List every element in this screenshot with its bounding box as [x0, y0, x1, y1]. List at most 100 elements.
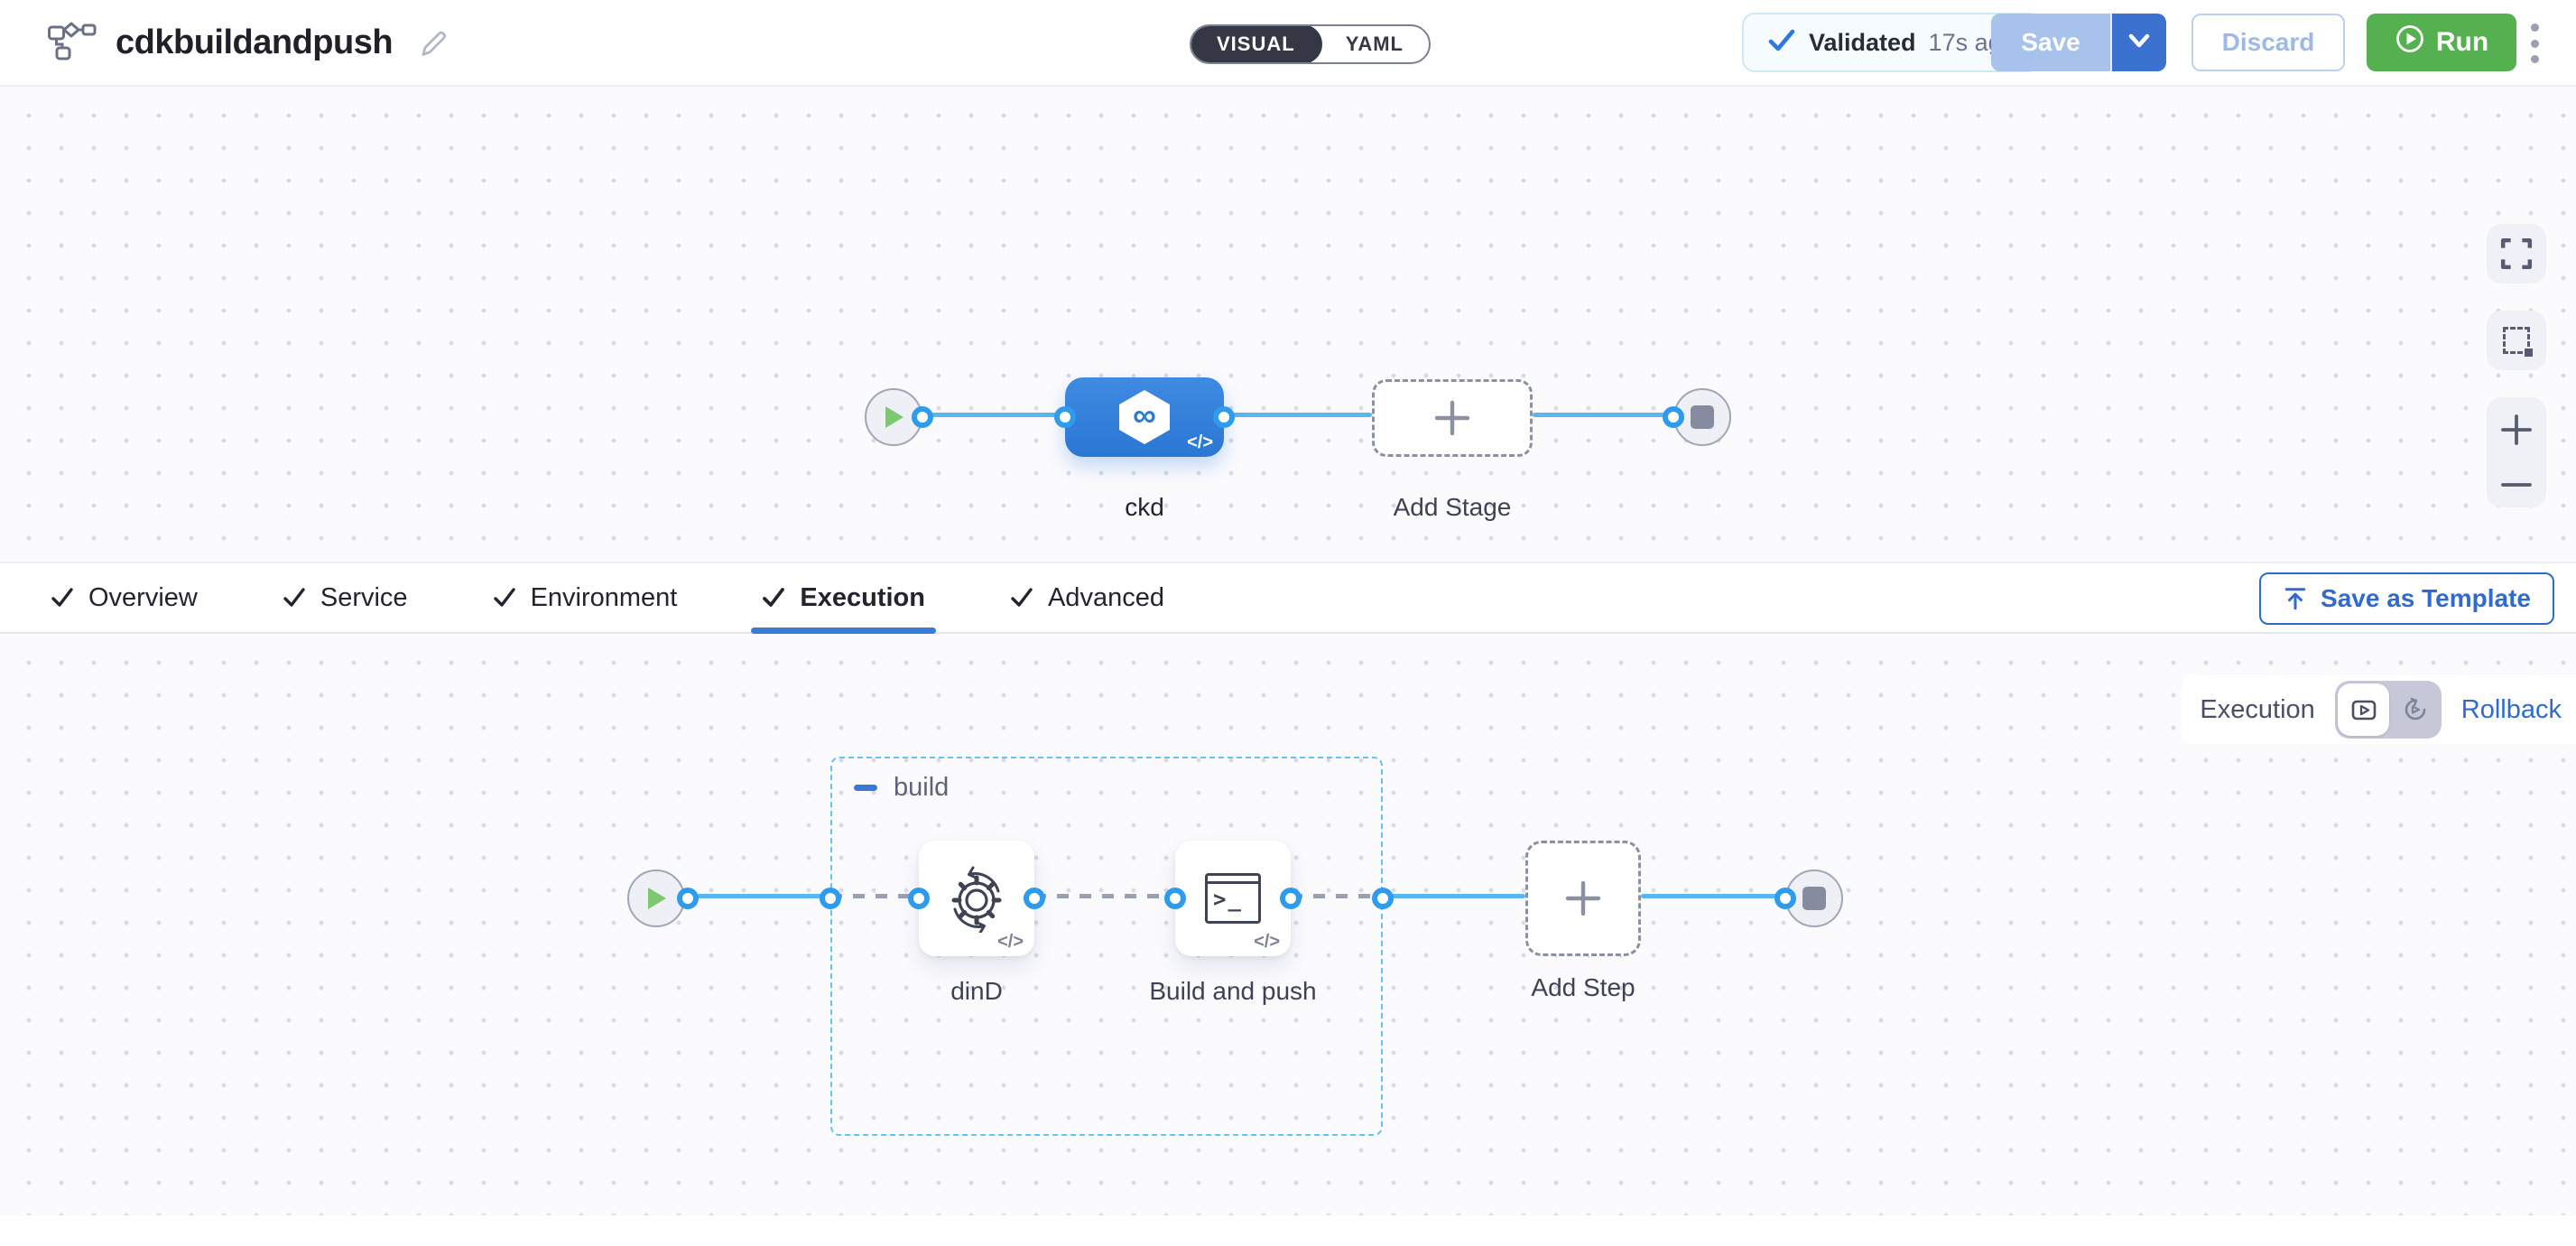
terminal-icon: >_	[1205, 873, 1261, 924]
execution-mode-panel: Execution Rollback	[2182, 675, 2576, 744]
rollback-segment[interactable]	[2389, 683, 2442, 736]
connector-dot	[1372, 888, 1394, 909]
kebab-dot	[2530, 23, 2539, 32]
connector-dot	[908, 888, 930, 909]
kebab-dot	[2530, 55, 2539, 63]
connector-dot	[820, 888, 841, 909]
tab-label: Service	[320, 582, 408, 612]
validated-label: Validated	[1809, 28, 1916, 56]
connector-dot	[1774, 888, 1796, 909]
check-icon	[1767, 28, 1796, 58]
step-node-build-and-push[interactable]: >_ </>	[1175, 841, 1291, 956]
check-icon	[51, 588, 73, 607]
run-label: Run	[2435, 27, 2489, 57]
connector-dashed	[1034, 894, 1175, 898]
save-as-template-label: Save as Template	[2321, 584, 2531, 612]
chevron-down-icon	[2126, 31, 2153, 55]
execution-steps-icon	[2351, 700, 2376, 721]
code-icon: </>	[1187, 432, 1213, 452]
rollback-link[interactable]: Rollback	[2460, 694, 2562, 724]
connector-dot	[1663, 406, 1684, 428]
marquee-icon	[2503, 327, 2533, 357]
ci-hexagon-icon: ∞	[1119, 390, 1170, 444]
connector	[922, 413, 1065, 417]
execution-segment[interactable]	[2337, 683, 2390, 736]
connector-dot	[1280, 888, 1302, 909]
zoom-in-button[interactable]	[2499, 413, 2534, 447]
code-icon: </>	[997, 932, 1024, 952]
edit-title-button[interactable]	[416, 26, 449, 59]
connector-dot	[912, 406, 933, 428]
stage-canvas[interactable]	[0, 87, 2576, 562]
toggle-yaml[interactable]: YAML	[1345, 33, 1404, 55]
connector	[1224, 413, 1372, 417]
gear-sync-icon	[951, 866, 1002, 933]
stage-tabbar: Overview Service Environment Execution A…	[0, 562, 2576, 634]
tab-label: Overview	[88, 582, 198, 612]
svg-text:∞: ∞	[1133, 396, 1156, 433]
connector-dashed	[830, 894, 919, 898]
tab-service[interactable]: Service	[283, 563, 408, 632]
check-icon	[1011, 588, 1033, 607]
check-icon	[283, 588, 305, 607]
fullscreen-icon	[2500, 237, 2533, 270]
connector	[1533, 413, 1673, 417]
plus-icon	[1434, 400, 1470, 436]
discard-button[interactable]: Discard	[2191, 14, 2345, 71]
connector-dot	[1213, 406, 1235, 428]
pipeline-start-node	[865, 388, 922, 446]
save-split-button: Save	[1991, 14, 2166, 71]
more-options-button[interactable]	[2525, 22, 2544, 65]
step-node-dind[interactable]: </>	[919, 841, 1034, 956]
header: cdkbuildandpush VISUAL YAML Validated 17…	[0, 0, 2576, 87]
add-stage-label: Add Stage	[1393, 493, 1512, 521]
execution-rollback-toggle[interactable]	[2334, 681, 2442, 739]
upload-icon	[2284, 588, 2306, 610]
connector-dot	[677, 888, 699, 909]
bottom-strip	[0, 1215, 2576, 1246]
pipeline-icon	[47, 19, 97, 67]
add-stage-button[interactable]	[1372, 379, 1533, 457]
play-circle-icon	[2395, 23, 2425, 61]
stop-icon	[1691, 405, 1714, 429]
tab-label: Execution	[800, 582, 925, 612]
page-title: cdkbuildandpush	[116, 23, 394, 61]
connector-dot	[1054, 406, 1076, 428]
step-group-build[interactable]	[830, 757, 1383, 1136]
add-step-button[interactable]	[1525, 841, 1641, 956]
stage-node-ckd[interactable]: ∞ </>	[1065, 377, 1224, 457]
tab-advanced[interactable]: Advanced	[1010, 563, 1164, 632]
connector-dot	[1164, 888, 1186, 909]
connector-dashed	[1291, 894, 1383, 898]
tab-label: Environment	[530, 582, 678, 612]
stop-icon	[1802, 887, 1826, 910]
execution-view-label: Execution	[2200, 694, 2315, 724]
check-icon	[493, 588, 515, 607]
connector	[1383, 894, 1525, 898]
run-button[interactable]: Run	[2367, 14, 2516, 71]
brand: cdkbuildandpush	[47, 0, 449, 85]
select-region-button[interactable]	[2487, 311, 2546, 370]
save-as-template-button[interactable]: Save as Template	[2259, 572, 2554, 625]
collapse-group-button[interactable]	[854, 785, 877, 791]
kebab-dot	[2530, 39, 2539, 48]
connector	[1641, 894, 1785, 898]
zoom-out-button[interactable]	[2499, 477, 2534, 493]
check-icon	[763, 588, 785, 607]
toggle-visual[interactable]: VISUAL	[1191, 26, 1322, 62]
tab-label: Advanced	[1047, 582, 1164, 612]
save-options-button[interactable]	[2110, 14, 2166, 71]
step-label: Build and push	[1149, 977, 1317, 1005]
connector-dot	[1024, 888, 1045, 909]
fullscreen-button[interactable]	[2487, 224, 2546, 284]
zoom-controls	[2487, 397, 2546, 507]
tab-environment[interactable]: Environment	[493, 563, 678, 632]
connector	[688, 894, 830, 898]
tab-execution[interactable]: Execution	[751, 563, 936, 634]
plus-icon	[1565, 880, 1601, 916]
tab-overview[interactable]: Overview	[51, 563, 198, 632]
save-button[interactable]: Save	[1991, 14, 2110, 71]
step-label: dinD	[950, 977, 1003, 1005]
add-step-label: Add Step	[1531, 973, 1635, 1001]
stage-label: ckd	[1125, 493, 1164, 521]
